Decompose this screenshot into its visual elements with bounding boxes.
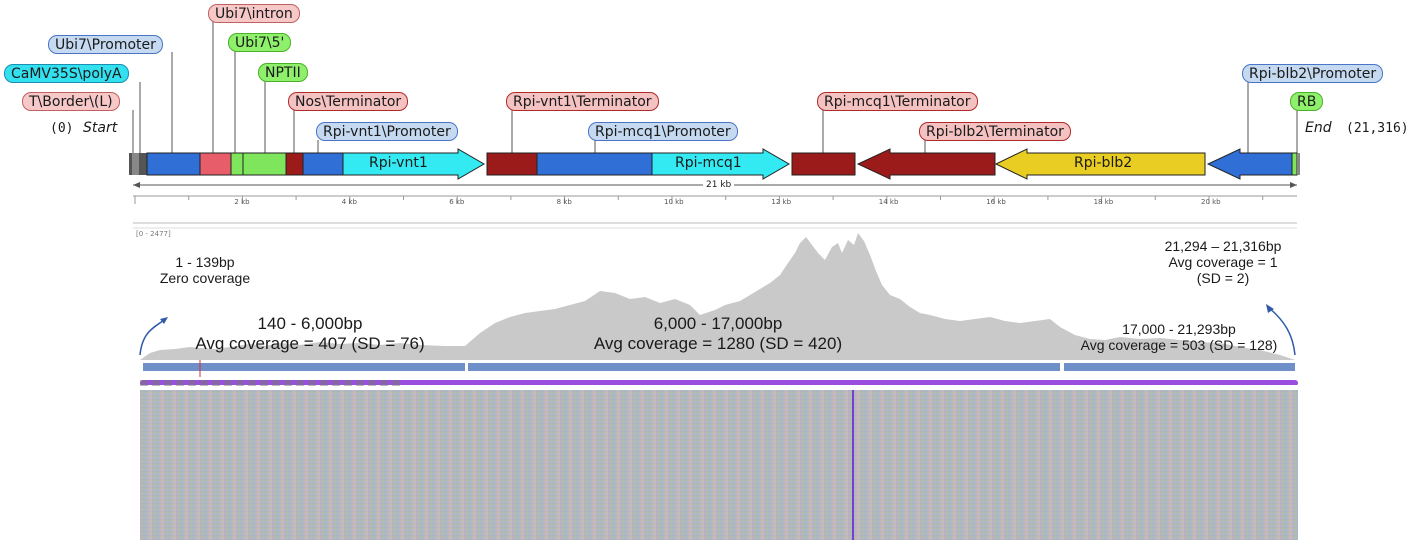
rb-block: [1291, 152, 1298, 176]
rpi-blb2-promoter-arrow: [1206, 148, 1293, 180]
region4-annotation: 17,000 - 21,293bp Avg coverage = 503 (SD…: [1066, 321, 1292, 353]
left-border-gray: [132, 153, 139, 175]
right-end-block: [1297, 153, 1300, 175]
ruler-tick-label: 6 kb: [449, 198, 465, 206]
region4-range: 17,000 - 21,293bp: [1122, 321, 1236, 337]
coverage-area: [140, 233, 1295, 360]
region1-annotation: 1 - 139bp Zero coverage: [150, 254, 260, 286]
region2-stat: Avg coverage = 407 (SD = 76): [195, 334, 425, 353]
pileup-header-marks: [140, 380, 400, 386]
rpi-vnt1-terminator-block: [486, 152, 538, 176]
region3-annotation: 6,000 - 17,000bp Avg coverage = 1280 (SD…: [583, 314, 853, 354]
rpi-mcq1-gene-arrow: [651, 148, 791, 180]
rpi-vnt1-gene-arrow: [342, 148, 486, 180]
rpi-vnt1-gene-label: Rpi-vnt1: [369, 155, 428, 171]
region2-annotation: 140 - 6,000bp Avg coverage = 407 (SD = 7…: [190, 314, 430, 354]
nptii-block: [242, 152, 287, 176]
rpi-blb2-terminator-arrow: [856, 148, 996, 180]
rb-label: RB: [1290, 92, 1324, 111]
ubi7-5utr-block: [230, 152, 244, 176]
rpi-vnt1-promoter-block: [302, 152, 344, 176]
rpi-blb2-terminator-label: Rpi-blb2\Terminator: [919, 122, 1071, 141]
end-label: End: [1305, 120, 1332, 136]
ruler-tick-label: 12 kb: [771, 198, 792, 206]
ubi7-promoter-block: [146, 152, 201, 176]
ubi7-intron-label: Ubi7\intron: [208, 4, 300, 23]
camv35s-polya-label: CaMV35S\polyA: [4, 64, 129, 83]
rpi-mcq1-terminator-label: Rpi-mcq1\Terminator: [817, 92, 978, 111]
ubi7-promoter-label: Ubi7\Promoter: [48, 35, 163, 54]
construct-map: [129, 148, 1300, 180]
region3-range: 6,000 - 17,000bp: [653, 314, 783, 333]
region3-stat: Avg coverage = 1280 (SD = 420): [593, 334, 843, 353]
coverage-scale-label: [0 - 2477]: [136, 230, 171, 238]
ubi7-5utr-label: Ubi7\5': [228, 33, 292, 52]
rpi-mcq1-terminator-block: [791, 152, 856, 176]
nptii-label: NPTII: [258, 63, 308, 82]
ruler-tick-label: 18 kb: [1093, 198, 1114, 206]
ruler-tick-label: 16 kb: [986, 198, 1006, 206]
region1-range: 1 - 139bp: [175, 254, 235, 270]
ubi7-intron-block: [199, 152, 232, 176]
rpi-mcq1-promoter-block: [536, 152, 653, 176]
ruler-tick-label: 10 kb: [664, 198, 684, 206]
t-border-l-label: T\Border\(L): [22, 92, 120, 111]
region5-stat2: (SD = 2): [1196, 270, 1250, 286]
rpi-mcq1-gene-label: Rpi-mcq1: [675, 155, 742, 171]
rpi-blb2-promoter-label: Rpi-blb2\Promoter: [1242, 64, 1384, 83]
coverage-track: [139, 233, 1298, 385]
zero-coverage-arrow: [139, 318, 167, 356]
read-pileup: [140, 390, 1298, 540]
rpi-blb2-gene-arrow: [994, 148, 1206, 180]
nos-terminator-block: [285, 152, 304, 176]
start-coord: (0): [50, 121, 74, 136]
start-label: Start: [83, 120, 118, 136]
ruler-total-label: 21 kb: [703, 180, 735, 190]
rpi-mcq1-promoter-label: Rpi-mcq1\Promoter: [588, 122, 738, 141]
region5-stat: Avg coverage = 1: [1168, 254, 1278, 270]
ruler-tick-label: 4 kb: [341, 198, 357, 206]
rpi-vnt1-promoter-label: Rpi-vnt1\Promoter: [316, 122, 458, 141]
ruler-tick-label: 20 kb: [1201, 198, 1221, 206]
right-end-arrow: [1267, 306, 1296, 356]
ruler-tick-label: 8 kb: [556, 198, 572, 206]
nos-terminator-label: Nos\Terminator: [288, 92, 409, 111]
region1-stat: Zero coverage: [159, 270, 251, 286]
region5-range: 21,294 – 21,316bp: [1164, 238, 1282, 254]
rpi-blb2-gene-label: Rpi-blb2: [1074, 155, 1133, 171]
region2-range: 140 - 6,000bp: [257, 314, 363, 333]
region4-stat: Avg coverage = 503 (SD = 128): [1080, 337, 1278, 353]
end-coord: (21,316): [1346, 121, 1409, 136]
region5-annotation: 21,294 – 21,316bp Avg coverage = 1 (SD =…: [1148, 238, 1298, 286]
rpi-vnt1-terminator-label: Rpi-vnt1\Terminator: [506, 92, 659, 111]
ruler-tick-label: 2 kb: [234, 198, 250, 206]
ruler-tick-label: 14 kb: [878, 198, 899, 206]
